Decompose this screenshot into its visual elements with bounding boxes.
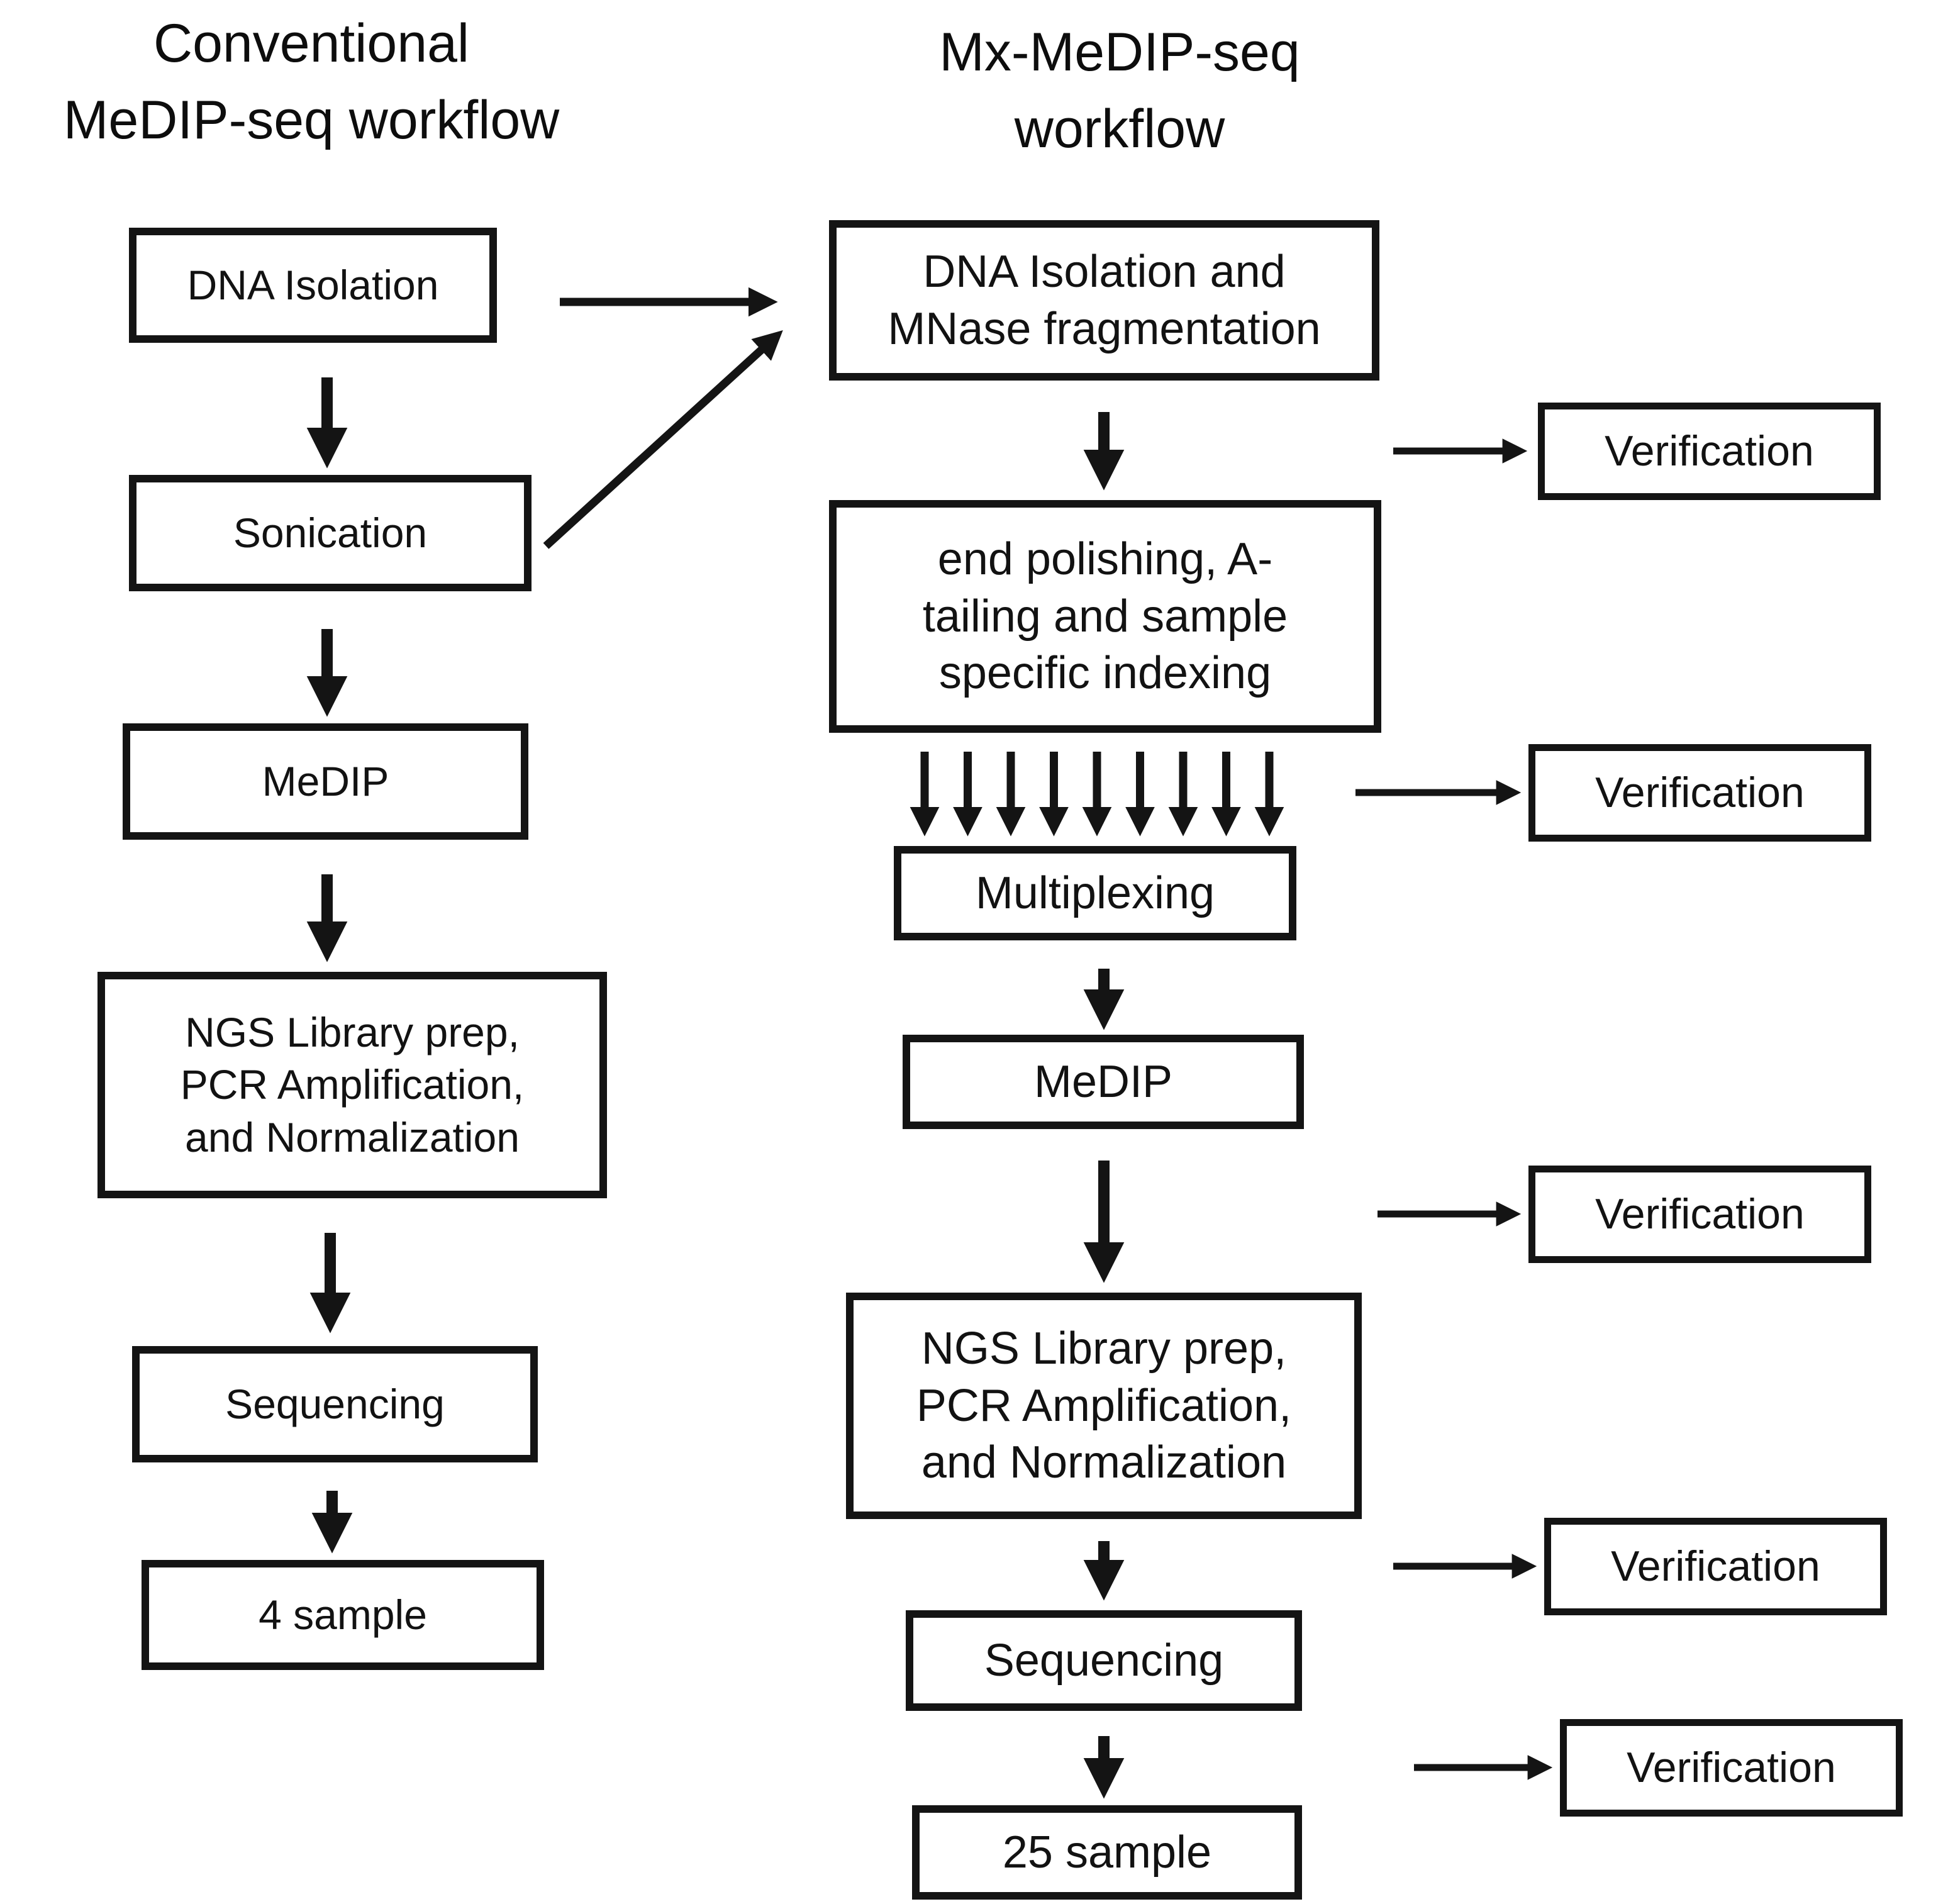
box-25-sample-label: 25 sample xyxy=(1002,1827,1212,1878)
box-verification-3: Verification xyxy=(1528,1166,1871,1263)
box-ngs-left: NGS Library prep, PCR Amplification, and… xyxy=(97,972,607,1198)
right-column-title: Mx-MeDIP-seq workflow xyxy=(939,22,1300,160)
box-ngs-left-label: NGS Library prep, PCR Amplification, and… xyxy=(180,1009,525,1161)
box-4-sample: 4 sample xyxy=(142,1560,544,1670)
box-verification-5-label: Verification xyxy=(1627,1743,1836,1791)
box-dna-mnase-label: DNA Isolation and MNase fragmentation xyxy=(888,246,1321,354)
box-sonication: Sonication xyxy=(129,475,532,591)
box-ngs-right-label: NGS Library prep, PCR Amplification, and… xyxy=(916,1323,1292,1488)
box-medip-left: MeDIP xyxy=(123,723,528,840)
box-sequencing-right-label: Sequencing xyxy=(984,1635,1224,1686)
arrow-connector-sonication-to-mnase xyxy=(543,330,783,549)
box-end-polishing-label: end polishing, A- tailing and sample spe… xyxy=(922,533,1288,699)
box-dna-mnase: DNA Isolation and MNase fragmentation xyxy=(829,220,1379,381)
box-sequencing-right: Sequencing xyxy=(906,1610,1302,1711)
box-verification-4-label: Verification xyxy=(1611,1542,1820,1590)
box-medip-left-label: MeDIP xyxy=(262,757,389,804)
box-verification-1-label: Verification xyxy=(1605,426,1814,475)
box-verification-1: Verification xyxy=(1538,403,1881,500)
box-verification-5: Verification xyxy=(1560,1719,1903,1817)
multiplex-arrows-group xyxy=(910,752,1284,837)
box-verification-2: Verification xyxy=(1528,744,1871,842)
box-verification-3-label: Verification xyxy=(1595,1189,1805,1238)
box-medip-right: MeDIP xyxy=(903,1035,1304,1129)
box-dna-isolation: DNA Isolation xyxy=(129,228,497,343)
box-verification-4: Verification xyxy=(1544,1518,1887,1615)
box-ngs-right: NGS Library prep, PCR Amplification, and… xyxy=(846,1293,1362,1519)
box-sequencing-left-label: Sequencing xyxy=(225,1380,445,1427)
box-multiplexing: Multiplexing xyxy=(894,846,1296,940)
left-column-title: Conventional MeDIP-seq workflow xyxy=(63,13,560,151)
box-sequencing-left: Sequencing xyxy=(132,1346,538,1462)
box-medip-right-label: MeDIP xyxy=(1033,1056,1173,1107)
box-sonication-label: Sonication xyxy=(233,509,428,556)
box-4-sample-label: 4 sample xyxy=(259,1591,427,1638)
box-verification-2-label: Verification xyxy=(1595,768,1805,816)
box-25-sample: 25 sample xyxy=(912,1805,1302,1900)
box-multiplexing-label: Multiplexing xyxy=(975,867,1215,918)
box-end-polishing: end polishing, A- tailing and sample spe… xyxy=(829,500,1381,733)
box-dna-isolation-label: DNA Isolation xyxy=(187,261,439,308)
